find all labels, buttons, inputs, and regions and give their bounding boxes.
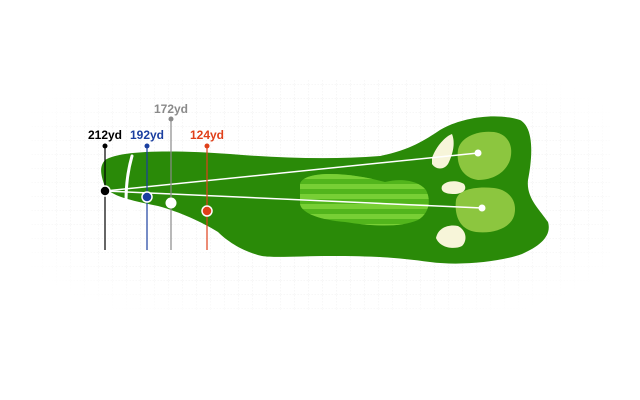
target-pin-upper[interactable] bbox=[474, 149, 482, 157]
bunker-bottom bbox=[436, 225, 466, 248]
fairway-stripe bbox=[300, 214, 429, 219]
fairway-stripe bbox=[300, 194, 429, 199]
distance-marker-124[interactable]: 124yd bbox=[190, 128, 224, 250]
cart-path bbox=[124, 154, 138, 216]
distance-marker-212[interactable]: 212yd bbox=[88, 128, 122, 250]
shot-line-to-upper-green bbox=[104, 152, 479, 192]
target-pin-lower[interactable] bbox=[478, 204, 486, 212]
distance-marker-192[interactable]: 192yd bbox=[130, 128, 164, 250]
distance-label-172: 172yd bbox=[154, 102, 188, 116]
bunker-top bbox=[432, 134, 454, 169]
green-lower bbox=[455, 187, 516, 233]
distance-label-192: 192yd bbox=[130, 128, 164, 142]
shot-line-to-lower-green bbox=[104, 190, 483, 209]
distance-marker-172[interactable]: 172yd bbox=[154, 102, 188, 250]
distance-label-212: 212yd bbox=[88, 128, 122, 142]
bunker-middle bbox=[441, 181, 466, 194]
distance-label-124: 124yd bbox=[190, 128, 224, 142]
green-upper bbox=[457, 131, 512, 180]
fairway-stripe bbox=[300, 204, 429, 209]
fairway-stripe bbox=[300, 184, 429, 189]
